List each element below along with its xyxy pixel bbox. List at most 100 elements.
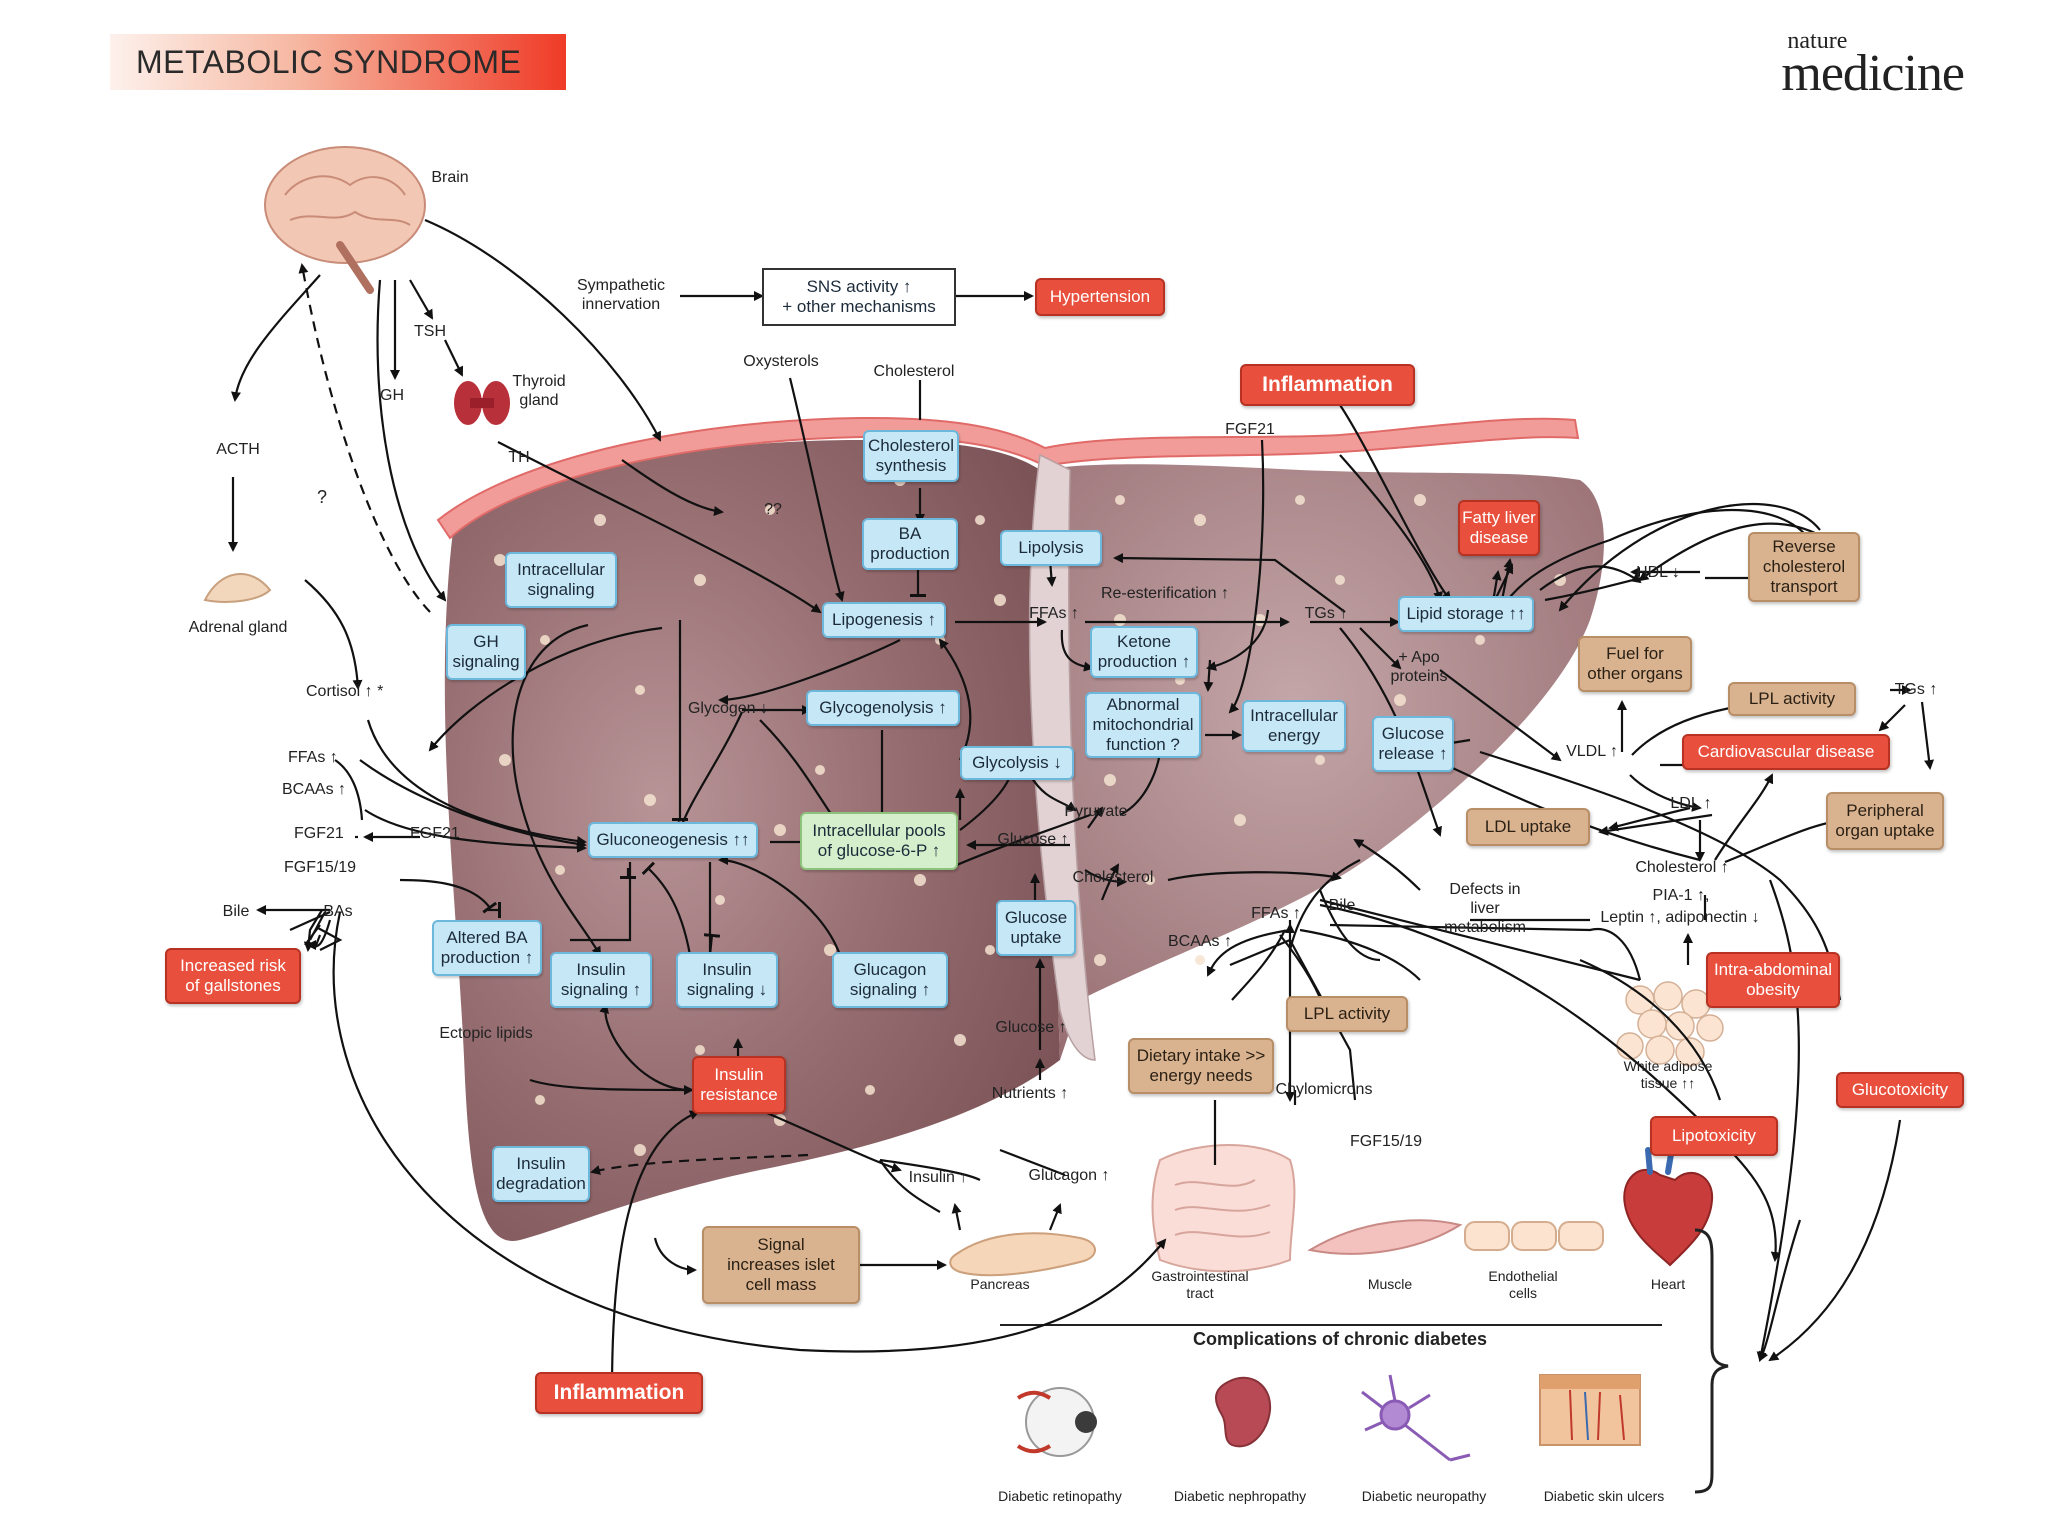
page-title-bar: METABOLIC SYNDROME [110, 34, 566, 90]
skin-ulcers-label: Diabetic skin ulcers [1543, 1488, 1665, 1504]
brain-label: Brain [431, 169, 469, 186]
complications-brace [1694, 1228, 1729, 1494]
bcaas-bottom-label: BCAAs ↑ [1167, 933, 1232, 950]
heart-illustration [1623, 1145, 1714, 1267]
insulin-degradation-box: Insulin degradation [492, 1146, 590, 1202]
fgf1519-bottom-label: FGF15/19 [1349, 1133, 1423, 1150]
fgf1519-left-label: FGF15/19 [284, 859, 357, 876]
tsh-label: TSH [414, 323, 446, 340]
bas-label: BAs [323, 903, 353, 920]
ffas-bottom-label: FFAs ↑ [1251, 905, 1301, 922]
fgf21-left-in-label: FGF21 [410, 825, 460, 842]
lpl-activity-right-box: LPL activity [1728, 682, 1856, 716]
adrenal-illustration [203, 573, 272, 603]
glycogen-label: Glycogen ↓ [687, 700, 769, 717]
thyroid-illustration [454, 381, 510, 425]
skin-illustration [1539, 1374, 1641, 1446]
ffas-left-label: FFAs ↑ [288, 749, 338, 766]
nephropathy-label: Diabetic nephropathy [1173, 1488, 1307, 1504]
intracellular-signaling-box: Intracellular signaling [505, 552, 617, 608]
ba-production-box: BA production [862, 518, 958, 570]
eye-illustration [1016, 1387, 1097, 1457]
lipotoxicity-box: Lipotoxicity [1650, 1116, 1778, 1156]
journal-logo-top: nature [1787, 28, 1848, 54]
lipid-storage-box: Lipid storage ↑↑ [1398, 596, 1534, 632]
intracellular-pools-box: Intracellular pools of glucose-6-P ↑ [800, 812, 958, 870]
apo-proteins-label: + Apo proteins [1390, 649, 1448, 685]
tgs-center-label: TGs ↑ [1304, 605, 1348, 622]
endothelial-label: Endothelial cells [1488, 1268, 1558, 1301]
glucose-uptake-box: Glucose uptake [996, 900, 1076, 956]
journal-logo-bottom: medicine [1781, 45, 1965, 102]
muscle-illustration [1307, 1219, 1463, 1255]
pancreas-illustration [949, 1232, 1096, 1277]
pancreas-label: Pancreas [970, 1276, 1030, 1292]
glucose-center-label: Glucose ↑ [997, 831, 1069, 848]
muscle-label: Muscle [1367, 1276, 1413, 1292]
cortisol-label: Cortisol ↑ * [306, 683, 384, 700]
bile-left-label: Bile [222, 903, 250, 920]
kidney-illustration [1215, 1376, 1272, 1448]
cardiovascular-disease-box: Cardiovascular disease [1682, 734, 1890, 770]
defects-liver-label: Defects in liver metabolism [1444, 881, 1526, 936]
insulin-label: Insulin ↑ [908, 1169, 968, 1186]
sympathetic-innervation-label: Sympathetic innervation [576, 277, 666, 313]
adipose-illustration [1616, 981, 1724, 1067]
double-question-label: ?? [764, 501, 782, 518]
th-label: TH [508, 449, 530, 466]
intra-abdominal-obesity-box: Intra-abdominal obesity [1706, 952, 1840, 1008]
fatty-liver-box: Fatty liver disease [1458, 500, 1540, 556]
neuropathy-label: Diabetic neuropathy [1361, 1488, 1487, 1504]
ffas-center-label: FFAs ↑ [1029, 605, 1079, 622]
gi-tract-label: Gastrointestinal tract [1151, 1268, 1249, 1301]
complications-heading: Complications of chronic diabetes [1192, 1329, 1488, 1349]
bcaas-left-label: BCAAs ↑ [282, 781, 347, 798]
glucose-bottom-label: Glucose ↑ [995, 1019, 1067, 1036]
sns-activity-box: SNS activity ↑ + other mechanisms [762, 268, 956, 326]
intracellular-energy-box: Intracellular energy [1242, 700, 1346, 752]
ldl-label: LDL ↑ [1670, 795, 1712, 812]
adrenal-gland-label: Adrenal gland [188, 619, 288, 636]
journal-logo: nature medicine [1781, 28, 1965, 102]
glucagon-signaling-box: Glucagon signaling ↑ [832, 952, 948, 1008]
re-esterification-label: Re-esterification ↑ [1100, 585, 1230, 602]
pyruvate-label: Pyruvate [1064, 803, 1128, 820]
endothelial-illustration [1464, 1221, 1604, 1251]
gh-label: GH [380, 387, 404, 404]
cholesterol-right-label: Cholesterol ↑ [1635, 859, 1729, 876]
white-adipose-label: White adipose tissue ↑↑ [1623, 1058, 1713, 1091]
fuel-other-organs-box: Fuel for other organs [1578, 636, 1692, 692]
inflammation-top-box: Inflammation [1240, 364, 1415, 406]
cholesterol-synthesis-box: Cholesterol synthesis [863, 430, 959, 482]
glycolysis-box: Glycolysis ↓ [960, 746, 1074, 780]
abnormal-mitochondrial-box: Abnormal mitochondrial function ? [1085, 692, 1201, 758]
lpl-activity-mid-box: LPL activity [1286, 996, 1408, 1032]
signal-islet-cell-box: Signal increases islet cell mass [702, 1226, 860, 1304]
chylomicrons-label: Chylomicrons [1275, 1081, 1373, 1098]
fgf21-top-label: FGF21 [1225, 421, 1275, 438]
altered-ba-production-box: Altered BA production ↑ [432, 920, 542, 976]
brain-illustration [264, 146, 426, 294]
ketone-production-box: Ketone production ↑ [1090, 626, 1198, 678]
insulin-signaling-down-box: Insulin signaling ↓ [676, 952, 778, 1008]
heart-label: Heart [1650, 1276, 1686, 1292]
ectopic-lipids-label: Ectopic lipids [439, 1025, 533, 1042]
insulin-resistance-box: Insulin resistance [692, 1056, 786, 1114]
fgf21-left-out-label: FGF21 [294, 825, 344, 842]
nutrients-label: Nutrients ↑ [991, 1085, 1069, 1102]
glycogenolysis-box: Glycogenolysis ↑ [806, 690, 960, 726]
question-label: ? [316, 487, 327, 507]
neuron-illustration [1361, 1374, 1471, 1462]
connector-lines [228, 218, 1935, 1391]
hdl-label: HDL ↓ [1636, 564, 1680, 581]
hypertension-box: Hypertension [1035, 278, 1165, 316]
vldl-label: VLDL ↑ [1566, 743, 1618, 760]
bile-right-label: Bile [1328, 897, 1356, 914]
inflammation-bottom-box: Inflammation [535, 1372, 703, 1414]
lipogenesis-box: Lipogenesis ↑ [822, 602, 946, 638]
peripheral-organ-uptake-box: Peripheral organ uptake [1826, 792, 1944, 850]
pia1-label: PIA-1 ↑, [1652, 887, 1710, 904]
lipolysis-box: Lipolysis [1000, 530, 1102, 566]
glucose-release-box: Glucose release ↑ [1372, 716, 1454, 772]
increased-risk-gallstones-box: Increased risk of gallstones [165, 948, 301, 1004]
